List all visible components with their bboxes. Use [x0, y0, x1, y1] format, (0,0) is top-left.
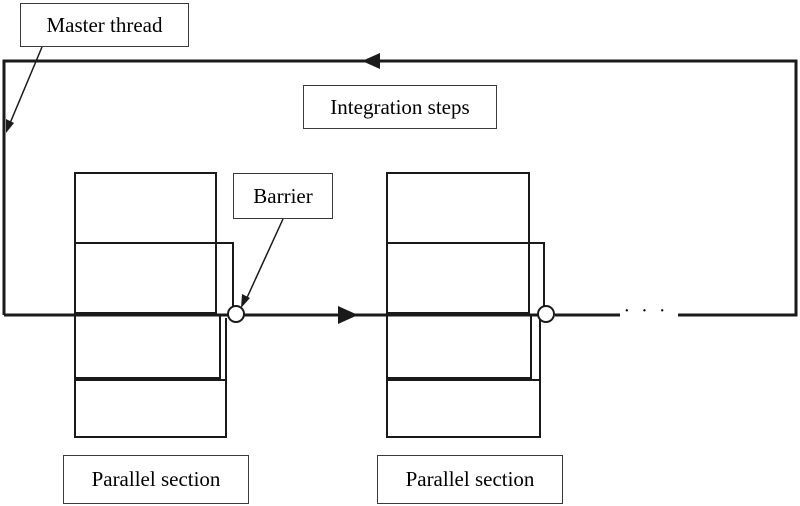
integration-steps-label: Integration steps: [303, 85, 497, 129]
barrier-pointer-head: [241, 294, 250, 308]
parallel-section-2-label: Parallel section: [377, 455, 563, 504]
thread-bar: [74, 379, 227, 438]
barrier-circle: [537, 305, 555, 323]
loop-direction-arrow: [362, 53, 380, 69]
parallel-section-2-threads: [386, 172, 545, 438]
thread-bar: [386, 242, 545, 316]
master-thread-pointer: [7, 46, 43, 129]
thread-bar: [74, 242, 234, 316]
master-thread-label: Master thread: [20, 3, 189, 47]
continuation-ellipsis: · · ·: [623, 300, 669, 322]
thread-bar: [386, 379, 541, 438]
parallel-section-1-threads: [74, 172, 234, 438]
barrier-pointer: [244, 218, 284, 303]
master-thread-loop: [2, 59, 798, 317]
barrier-circle: [227, 305, 245, 323]
thread-bar: [74, 314, 221, 379]
thread-bar: [386, 314, 532, 379]
parallel-section-1-label: Parallel section: [63, 455, 249, 504]
timeline-direction-arrow: [338, 306, 358, 324]
barrier-label: Barrier: [233, 173, 333, 219]
master-thread-pointer-head: [6, 119, 14, 133]
